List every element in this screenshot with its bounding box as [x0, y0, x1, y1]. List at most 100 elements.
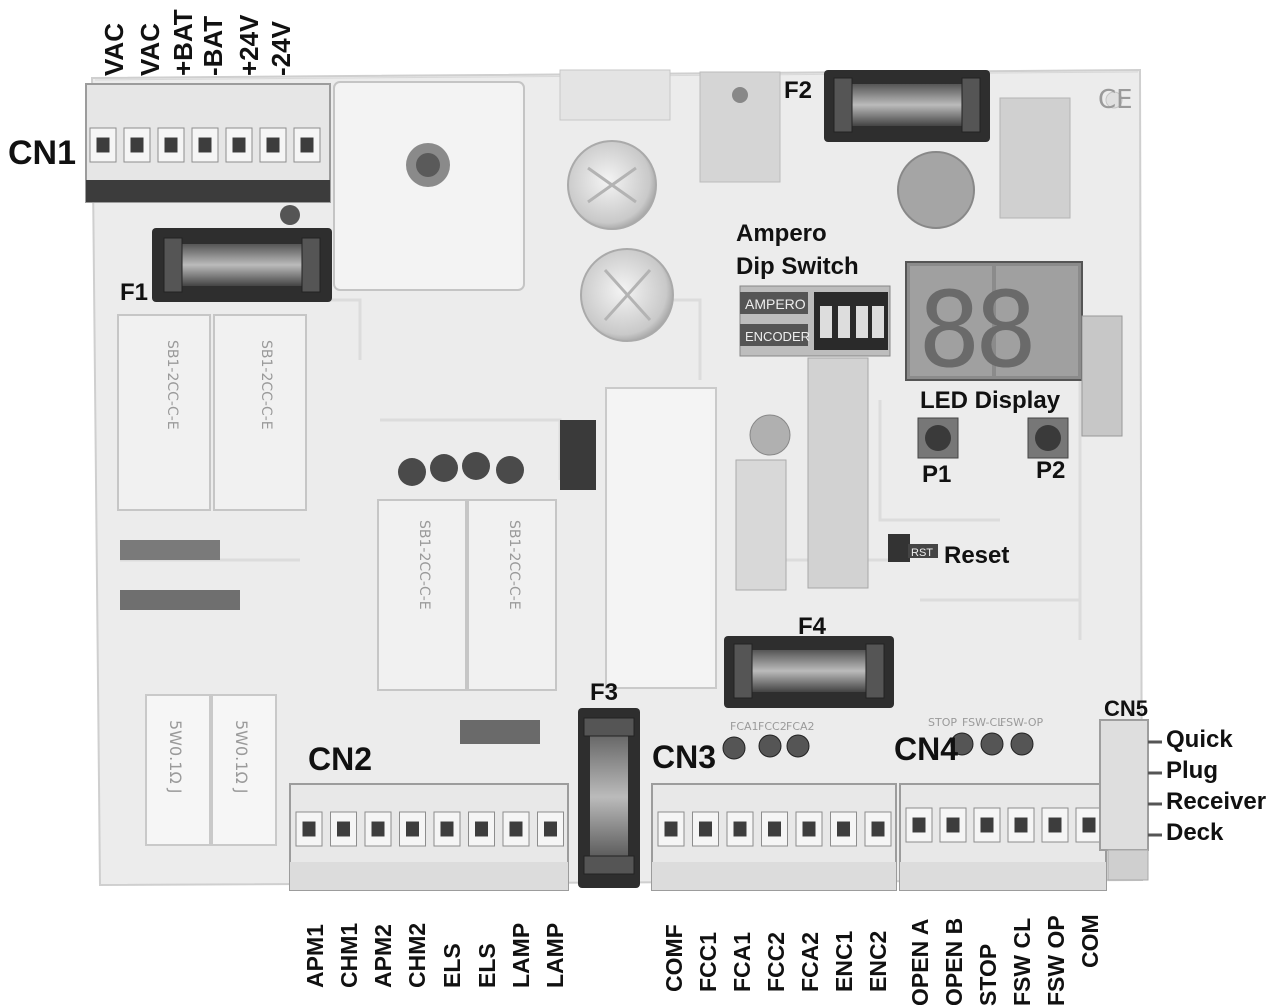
- cn3-pin-label: FCC1: [695, 932, 721, 992]
- fuse-f4: [724, 636, 894, 708]
- terminal-screw-hole: [96, 137, 110, 153]
- cn1-pin-labels: VAC VAC +BAT -BAT +24V -24V: [99, 9, 296, 76]
- cn3-pin-labels: COMF FCC1 FCA1 FCC2 FCA2 ENC1 ENC2: [661, 924, 891, 992]
- fuse-f3: [578, 708, 640, 888]
- dip-switch-label-line1: Ampero: [736, 220, 827, 247]
- terminal-screw-hole: [871, 821, 885, 837]
- cn5-pin-label: Quick: [1166, 726, 1233, 753]
- cn3-terminal-block: [651, 783, 897, 891]
- cn4-pin-label: OPEN B: [941, 918, 967, 1006]
- terminal-screw-hole: [232, 137, 246, 153]
- cn2-label: CN2: [308, 741, 372, 777]
- power-resistors: 5W0.1Ω J 5W0.1Ω J: [145, 694, 277, 846]
- terminal-screw-hole: [980, 817, 994, 833]
- cn1-pin-label: -24V: [266, 20, 296, 76]
- svg-text:FCC2: FCC2: [758, 720, 787, 733]
- svg-text:FSW-OP: FSW-OP: [1000, 716, 1043, 729]
- terminal-screw-hole: [337, 821, 350, 837]
- led-display-label: LED Display: [920, 387, 1061, 414]
- terminal-screw-hole: [1014, 817, 1028, 833]
- svg-text:STOP: STOP: [928, 716, 957, 729]
- svg-text:5W0.1Ω J: 5W0.1Ω J: [166, 720, 185, 793]
- svg-text:FSW-CL: FSW-CL: [962, 716, 1004, 729]
- ce-mark: CE: [1098, 85, 1133, 115]
- svg-text:ENCODER: ENCODER: [745, 329, 810, 344]
- cn4-label: CN4: [894, 731, 958, 767]
- f2-label: F2: [784, 77, 812, 104]
- cn3-pin-label: COMF: [661, 924, 687, 992]
- button-p1: [917, 417, 959, 459]
- terminal-screw-hole: [406, 821, 419, 837]
- cn4-pin-label: STOP: [975, 944, 1001, 1006]
- terminal-screw-hole: [837, 821, 850, 837]
- cn5-pin-label: Plug: [1166, 757, 1218, 784]
- cn1-pin-label: +24V: [234, 14, 264, 76]
- cn2-pin-label: APM1: [302, 924, 328, 988]
- cn2-terminal-block: [289, 783, 569, 891]
- cn4-terminal-block: [899, 783, 1107, 891]
- terminal-screw-hole: [1082, 817, 1096, 833]
- input-leds: [722, 732, 1034, 760]
- cn4-pin-label: FSW OP: [1043, 915, 1069, 1006]
- cn4-pin-label: OPEN A: [907, 919, 933, 1006]
- dip-switch-label-line2: Dip Switch: [736, 253, 859, 280]
- terminal-screw-hole: [733, 821, 747, 837]
- terminal-screw: [330, 811, 357, 847]
- terminal-screw-hole: [130, 137, 144, 153]
- dip-switch: AMPERO ENCODER: [739, 285, 891, 357]
- cn1-pin-label: -BAT: [198, 16, 228, 76]
- terminal-screw-hole: [440, 821, 454, 837]
- cn5-pin-label: Deck: [1166, 819, 1224, 846]
- cn1-pin-label: +BAT: [168, 9, 198, 76]
- svg-text:SB1-2CC-C-E: SB1-2CC-C-E: [506, 520, 522, 610]
- svg-text:RST: RST: [911, 547, 933, 559]
- terminal-screw-hole: [544, 821, 557, 837]
- cn4-pin-labels: OPEN A OPEN B STOP FSW CL FSW OP COM: [907, 914, 1103, 1006]
- cn3-pin-label: FCA1: [729, 932, 755, 992]
- f4-label: F4: [798, 613, 827, 640]
- led-display-digits: 88: [918, 269, 1031, 391]
- terminal-screw: [692, 811, 719, 847]
- terminal-screw-hole: [664, 821, 678, 837]
- cn2-pin-label: APM2: [370, 924, 396, 988]
- cn1-pin-label: VAC: [135, 23, 165, 76]
- reset-jumper: RST: [888, 534, 938, 562]
- cn2-pin-labels: APM1 CHM1 APM2 CHM2 ELS ELS LAMP LAMP: [302, 923, 568, 988]
- cn1-label: CN1: [8, 134, 76, 172]
- cn2-pin-label: CHM1: [336, 923, 362, 988]
- terminal-screw-hole: [164, 137, 178, 153]
- fuse-f2: [824, 70, 990, 142]
- cn1-pin-label: VAC: [99, 23, 129, 76]
- cn2-pin-label: CHM2: [404, 923, 430, 988]
- f1-label: F1: [120, 279, 148, 306]
- terminal-screw-hole: [198, 137, 212, 153]
- terminal-screw-hole: [768, 821, 781, 837]
- terminal-screw: [191, 127, 219, 163]
- terminal-screw: [502, 811, 530, 847]
- svg-text:SB1-2CC-C-E: SB1-2CC-C-E: [164, 340, 180, 430]
- terminal-screw-hole: [1048, 817, 1062, 833]
- cn3-pin-label: FCC2: [763, 932, 789, 992]
- terminal-screw-hole: [371, 821, 385, 837]
- terminal-screw-hole: [912, 817, 926, 833]
- reset-label: Reset: [944, 542, 1009, 569]
- terminal-screw: [537, 811, 564, 847]
- terminal-screw-hole: [300, 137, 314, 153]
- cn4-pin-label: COM: [1077, 914, 1103, 968]
- led-silkscreen: FCA1 FCC2 FCA2 STOP FSW-CL FSW-OP: [730, 716, 1043, 733]
- cn1-terminal-block: [85, 83, 331, 203]
- button-p2: [1027, 417, 1069, 459]
- cn2-pin-label: LAMP: [542, 923, 568, 988]
- cn3-pin-label: ENC2: [865, 931, 891, 992]
- cn2-pin-label: ELS: [474, 943, 500, 988]
- svg-text:AMPERO: AMPERO: [745, 296, 806, 312]
- terminal-screw: [468, 811, 495, 847]
- terminal-screw-hole: [475, 821, 488, 837]
- terminal-screw-hole: [946, 817, 960, 833]
- cn5-label: CN5: [1104, 696, 1148, 721]
- svg-text:SB1-2CC-C-E: SB1-2CC-C-E: [258, 340, 274, 430]
- upper-components: [280, 69, 1071, 342]
- led-display: 88: [905, 261, 1123, 437]
- bridge-rectifier: [333, 81, 525, 291]
